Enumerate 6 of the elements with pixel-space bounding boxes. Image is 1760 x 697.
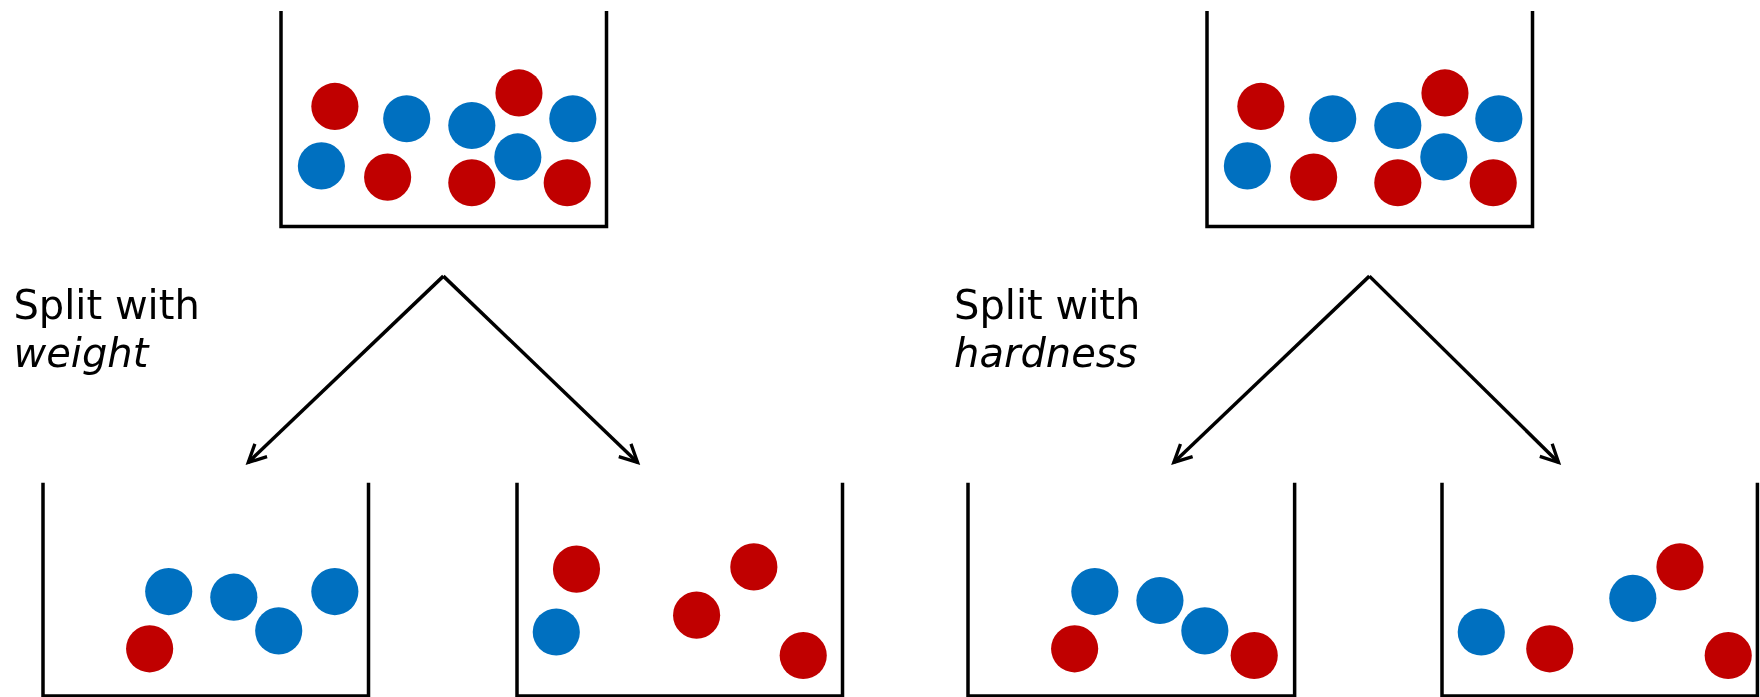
arrow bbox=[442, 274, 640, 465]
split-label: Split with weight bbox=[13, 280, 201, 377]
split-label: Split with hardness bbox=[954, 280, 1142, 377]
arrow bbox=[246, 274, 445, 465]
arrow bbox=[1172, 274, 1371, 465]
arrow bbox=[1368, 274, 1561, 465]
